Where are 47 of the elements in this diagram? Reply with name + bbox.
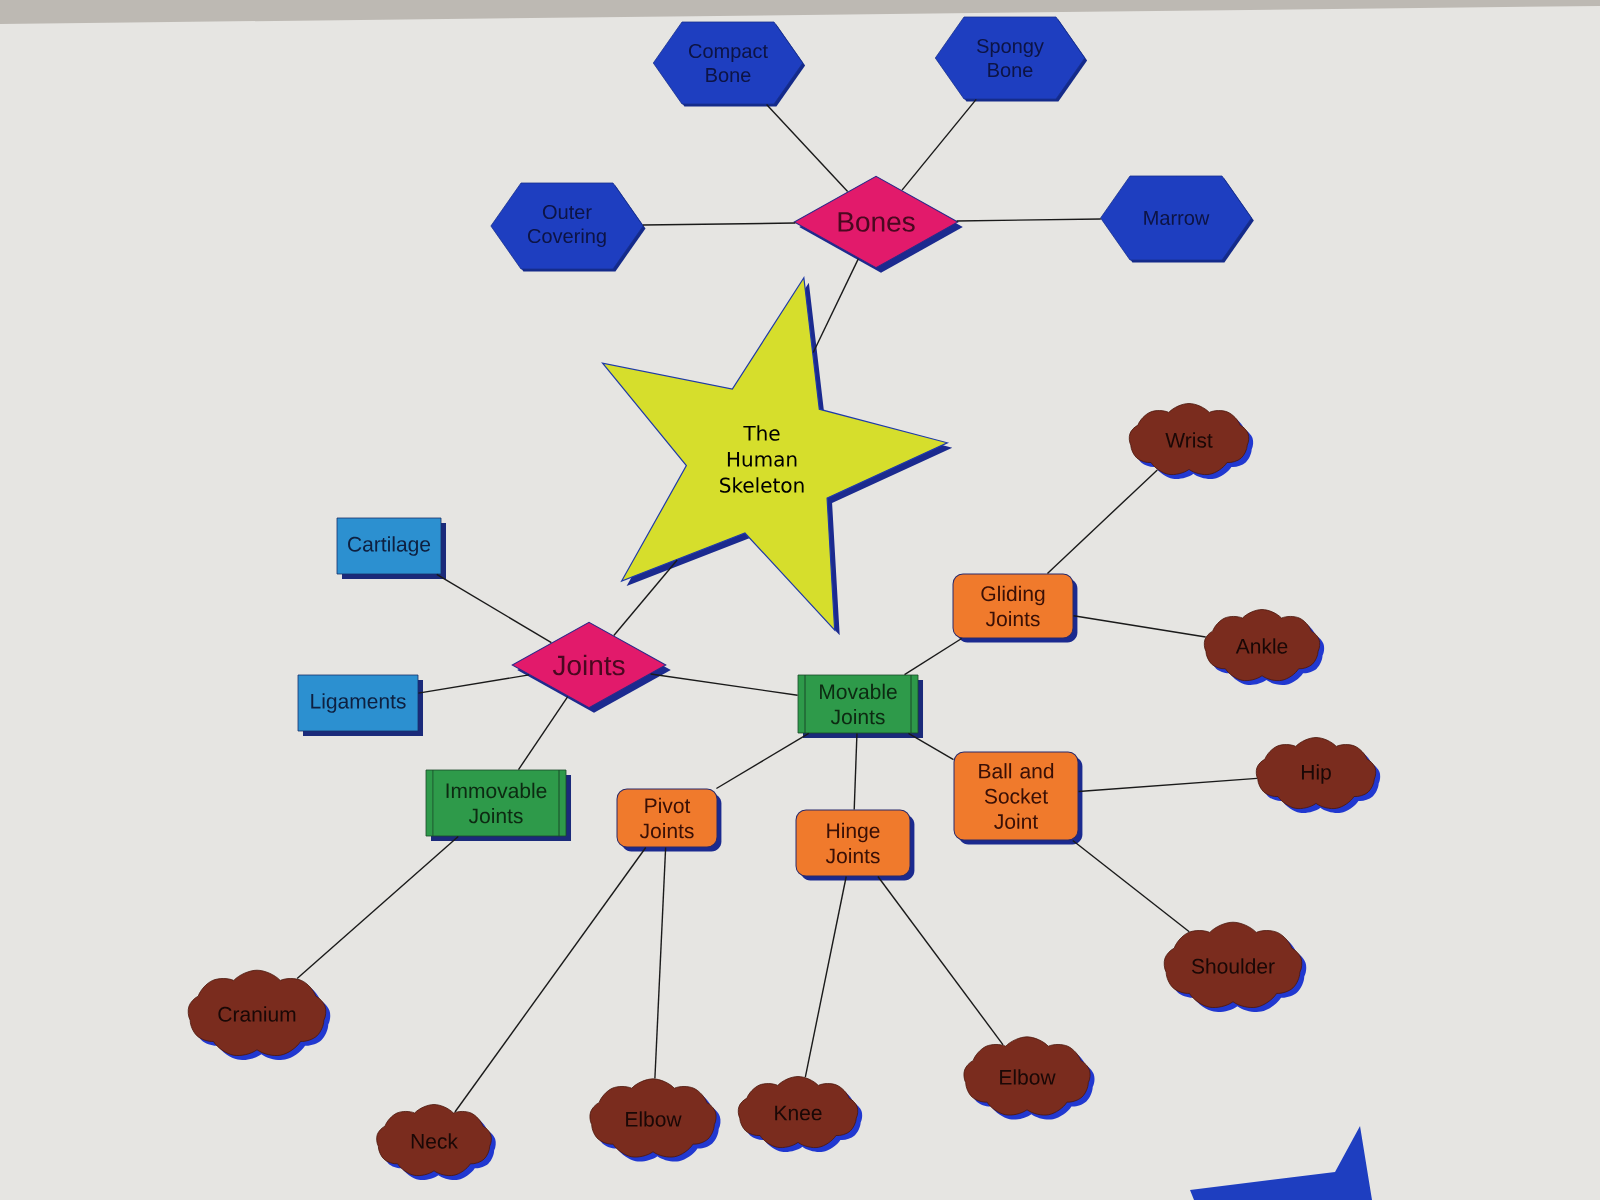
- connector-line: [853, 732, 858, 811]
- connector-line: [642, 222, 797, 226]
- connector-line: [955, 218, 1102, 222]
- diamond-node: Joints: [511, 621, 671, 713]
- connector-line: [1072, 615, 1207, 638]
- connector-line: [1072, 839, 1190, 933]
- hexagon-node: Spongy Bone: [934, 16, 1088, 102]
- connector-line: [296, 835, 459, 980]
- connector-line: [804, 875, 847, 1078]
- connector-line: [454, 846, 647, 1113]
- connector-line: [654, 846, 667, 1080]
- connector-line: [613, 559, 678, 637]
- cloud-node: Ankle: [1203, 609, 1325, 685]
- connector-line: [812, 257, 860, 354]
- cloud-node: Shoulder: [1163, 921, 1307, 1012]
- rounded-box: Gliding Joints: [952, 573, 1078, 643]
- connector-line: [517, 695, 569, 771]
- rounded-box: Hinge Joints: [795, 809, 915, 881]
- cloud-node: Knee: [737, 1076, 863, 1152]
- connector-line: [907, 732, 955, 761]
- rounded-box: Pivot Joints: [616, 788, 722, 852]
- diamond-node: Bones: [793, 175, 963, 273]
- connector-line: [765, 103, 849, 193]
- process-box: Immovable Joints: [425, 769, 571, 841]
- star-shape: [1190, 1126, 1372, 1200]
- hexagon-node: Marrow: [1100, 175, 1254, 263]
- connector-line: [649, 673, 799, 696]
- connector-line: [901, 98, 977, 191]
- connector-line: [877, 875, 1004, 1046]
- cloud-node: Hip: [1255, 737, 1381, 813]
- process-box: Movable Joints: [797, 674, 923, 738]
- connector-line: [903, 637, 963, 676]
- hexagon-node: Compact Bone: [652, 21, 806, 107]
- cloud-node: Elbow: [963, 1036, 1095, 1120]
- connector-line: [436, 573, 553, 644]
- connector-line: [1046, 469, 1158, 575]
- connector-line: [715, 732, 810, 790]
- concept-box: Ligaments: [297, 674, 423, 736]
- connector-line: [1077, 777, 1258, 793]
- connector-line: [417, 674, 530, 694]
- cloud-node: Neck: [376, 1104, 496, 1180]
- cloud-node: Cranium: [187, 969, 331, 1060]
- cloud-node: Wrist: [1128, 403, 1254, 479]
- hexagon-node: Outer Covering: [490, 182, 646, 272]
- concept-box: Cartilage: [336, 517, 446, 579]
- rounded-box: Ball and Socket Joint: [953, 751, 1083, 845]
- cloud-node: Elbow: [589, 1078, 721, 1162]
